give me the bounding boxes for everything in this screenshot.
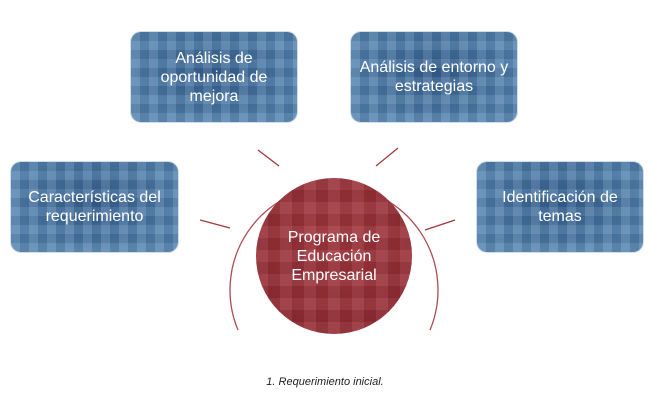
node-label: Análisis de oportunidad de mejora	[160, 49, 268, 105]
spoke-left	[199, 219, 231, 229]
spoke-top-left	[257, 149, 280, 167]
node-identificacion-temas: Identificación de temas	[477, 162, 643, 252]
node-label: Análisis de entorno y estrategias	[359, 59, 509, 95]
center-label: Programa de Educación Empresarial	[287, 228, 381, 284]
node-analisis-oportunidad: Análisis de oportunidad de mejora	[131, 32, 297, 122]
node-label: Características del requerimiento	[28, 189, 161, 225]
node-analisis-entorno: Análisis de entorno y estrategias	[351, 32, 517, 122]
spoke-right	[424, 219, 456, 231]
center-node-programa: Programa de Educación Empresarial	[256, 178, 412, 334]
node-caracteristicas: Características del requerimiento	[11, 162, 178, 252]
spoke-top-right	[375, 147, 399, 167]
node-label: Identificación de temas	[502, 189, 618, 225]
figure-caption: 1. Requerimiento inicial.	[266, 376, 384, 388]
